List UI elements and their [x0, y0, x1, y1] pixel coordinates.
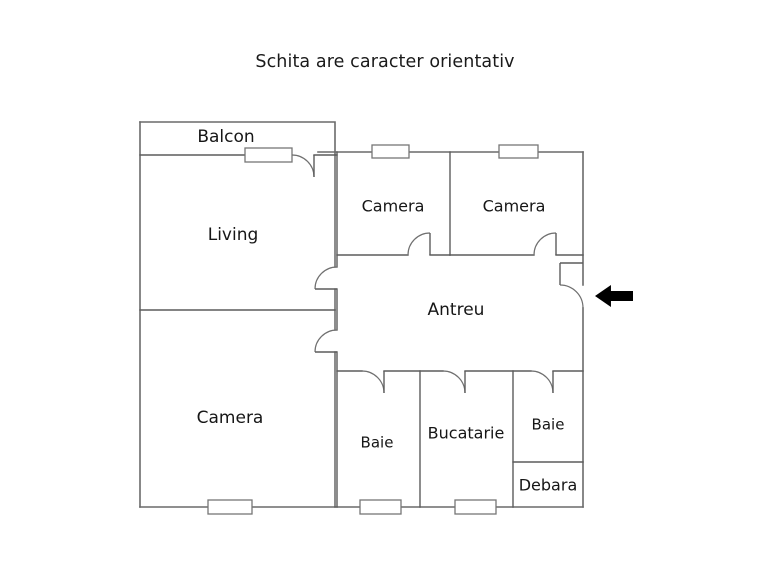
window-bucatarie	[454, 499, 497, 515]
interior-walls	[139, 151, 584, 508]
entry-arrow-icon	[595, 285, 633, 307]
room-label-camera-2: Camera	[483, 197, 546, 216]
window-camera-jos	[207, 499, 253, 515]
doors	[291, 154, 584, 394]
room-label-balcon: Balcon	[197, 127, 254, 147]
window-camera-1	[371, 144, 410, 159]
door-living-antreu	[314, 266, 338, 290]
room-label-baie-1: Baie	[361, 434, 394, 452]
door-baie1	[361, 370, 385, 394]
door-balcon	[291, 154, 315, 178]
window-baie-1	[359, 499, 402, 515]
balcony-outer-wall	[139, 121, 336, 156]
door-entry	[559, 284, 584, 309]
windows	[207, 144, 539, 515]
room-label-debara: Debara	[519, 476, 578, 495]
room-label-antreu: Antreu	[428, 300, 485, 320]
page-title: Schita are caracter orientativ	[255, 52, 515, 72]
window-balcon	[244, 147, 293, 163]
door-camerajos-antreu	[314, 329, 338, 353]
window-camera-2	[498, 144, 539, 159]
room-label-bucatarie: Bucatarie	[428, 424, 505, 443]
room-label-camera-jos: Camera	[197, 408, 264, 428]
room-label-living: Living	[208, 225, 259, 245]
door-camera2	[533, 232, 557, 256]
room-label-camera-1: Camera	[362, 197, 425, 216]
door-baie2	[530, 370, 554, 394]
door-bucatarie	[442, 370, 466, 394]
door-camera1	[407, 232, 431, 256]
entry-arrow	[595, 285, 633, 307]
room-label-baie-2: Baie	[532, 416, 565, 434]
